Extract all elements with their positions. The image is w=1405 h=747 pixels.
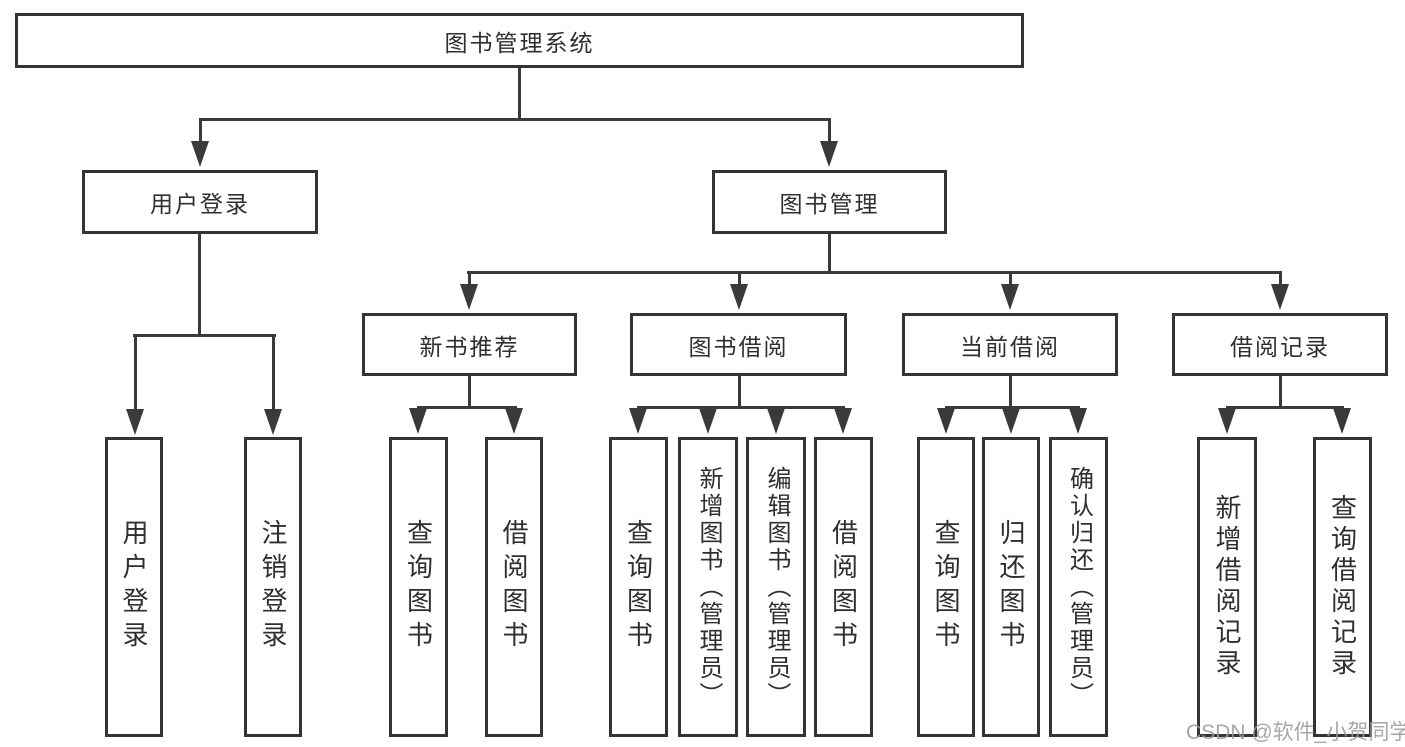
connector-level3-hbar bbox=[467, 271, 1282, 274]
leaf-borrow-books-recommend-label: 借阅图书 bbox=[499, 519, 529, 655]
node-user-login: 用户登录 bbox=[82, 170, 318, 234]
leaf-query-books-current-label: 查询图书 bbox=[931, 519, 961, 655]
node-current-borrow: 当前借阅 bbox=[902, 313, 1118, 376]
arrowhead-leaf-user-login bbox=[126, 409, 144, 435]
arrowhead-book-management bbox=[820, 141, 838, 167]
leaf-borrow-books-recommend: 借阅图书 bbox=[485, 437, 543, 737]
leaf-confirm-return-admin-label: 确认归还（管理员） bbox=[1065, 465, 1093, 709]
arrowhead-current-borrow bbox=[1001, 284, 1019, 310]
node-root: 图书管理系统 bbox=[15, 13, 1024, 68]
arrowhead-confirm-return-admin bbox=[1069, 408, 1087, 434]
arrowhead-query-borrow-record bbox=[1333, 408, 1351, 434]
connector-drop-leaf-logout bbox=[272, 334, 275, 412]
node-book-management: 图书管理 bbox=[712, 170, 947, 234]
node-user-login-label: 用户登录 bbox=[150, 191, 250, 217]
arrowhead-edit-books-admin bbox=[767, 408, 785, 434]
leaf-logout-label: 注销登录 bbox=[258, 519, 288, 655]
arrowhead-add-borrow-record bbox=[1218, 408, 1236, 434]
leaf-return-books-label: 归还图书 bbox=[996, 519, 1026, 655]
connector-book-borrow-hbar bbox=[637, 406, 845, 409]
arrowhead-add-books-admin bbox=[699, 408, 717, 434]
node-root-label: 图书管理系统 bbox=[444, 29, 595, 56]
arrowhead-user-login bbox=[191, 141, 209, 167]
arrowhead-query-books-current bbox=[937, 408, 955, 434]
leaf-query-books-recommend: 查询图书 bbox=[389, 437, 448, 737]
connector-borrow-records-stem bbox=[1279, 375, 1282, 409]
connector-new-book-recommend-stem bbox=[468, 375, 471, 409]
leaf-query-books-borrow-label: 查询图书 bbox=[623, 519, 654, 655]
connector-drop-book-borrow bbox=[738, 271, 741, 288]
connector-drop-book-management bbox=[828, 118, 831, 146]
node-new-book-recommend: 新书推荐 bbox=[362, 313, 577, 376]
connector-current-borrow-hbar bbox=[945, 406, 1080, 409]
connector-root-hbar bbox=[199, 118, 831, 121]
leaf-add-books-admin: 新增图书（管理员） bbox=[678, 437, 738, 737]
arrowhead-book-borrow bbox=[730, 284, 748, 310]
leaf-borrow-books-label: 借阅图书 bbox=[828, 519, 859, 655]
node-book-borrow: 图书借阅 bbox=[630, 313, 847, 376]
connector-root-stem bbox=[518, 68, 521, 121]
node-borrow-records-label: 借阅记录 bbox=[1230, 333, 1330, 360]
arrowhead-return-books bbox=[1002, 408, 1020, 434]
node-new-book-recommend-label: 新书推荐 bbox=[419, 333, 520, 360]
arrowhead-query-books-borrow bbox=[629, 408, 647, 434]
arrowhead-new-book-recommend bbox=[460, 284, 478, 310]
leaf-add-borrow-record-label: 新增借阅记录 bbox=[1212, 494, 1242, 680]
leaf-query-books-current: 查询图书 bbox=[917, 437, 975, 737]
connector-current-borrow-stem bbox=[1009, 375, 1012, 409]
leaf-query-borrow-record: 查询借阅记录 bbox=[1313, 437, 1372, 737]
leaf-add-borrow-record: 新增借阅记录 bbox=[1197, 437, 1257, 737]
leaf-add-books-admin-label: 新增图书（管理员） bbox=[695, 465, 722, 709]
connector-book-management-stem bbox=[828, 234, 831, 274]
csdn-watermark: CSDN @软件_小贺同学 bbox=[1186, 721, 1405, 744]
connector-borrow-records-hbar bbox=[1226, 406, 1344, 409]
leaf-logout: 注销登录 bbox=[244, 437, 302, 737]
node-book-management-label: 图书管理 bbox=[779, 191, 880, 217]
connector-book-borrow-stem bbox=[738, 375, 741, 409]
arrowhead-borrow-books bbox=[834, 408, 852, 434]
connector-drop-leaf-user-login bbox=[134, 334, 137, 412]
arrowhead-leaf-logout bbox=[264, 409, 282, 435]
connector-user-login-hbar bbox=[133, 334, 276, 337]
connector-drop-borrow-records bbox=[1279, 271, 1282, 288]
connector-drop-user-login bbox=[199, 118, 202, 146]
arrowhead-query-books-recommend bbox=[409, 408, 427, 434]
leaf-query-borrow-record-label: 查询借阅记录 bbox=[1327, 494, 1358, 680]
leaf-user-login: 用户登录 bbox=[105, 437, 163, 737]
connector-new-book-recommend-hbar bbox=[417, 406, 517, 409]
connector-user-login-stem bbox=[198, 233, 201, 337]
leaf-return-books: 归还图书 bbox=[982, 437, 1040, 737]
leaf-edit-books-admin: 编辑图书（管理员） bbox=[746, 437, 806, 737]
leaf-edit-books-admin-label: 编辑图书（管理员） bbox=[763, 465, 790, 709]
connector-drop-new-book-recommend bbox=[468, 271, 471, 288]
node-current-borrow-label: 当前借阅 bbox=[960, 333, 1060, 360]
arrowhead-borrow-books-recommend bbox=[505, 408, 523, 434]
node-book-borrow-label: 图书借阅 bbox=[688, 333, 789, 360]
leaf-query-books-recommend-label: 查询图书 bbox=[403, 519, 434, 655]
node-borrow-records: 借阅记录 bbox=[1172, 313, 1388, 376]
leaf-query-books-borrow: 查询图书 bbox=[609, 437, 668, 737]
leaf-confirm-return-admin: 确认归还（管理员） bbox=[1049, 437, 1108, 737]
leaf-user-login-label: 用户登录 bbox=[119, 519, 149, 655]
connector-drop-current-borrow bbox=[1009, 271, 1012, 288]
arrowhead-borrow-records bbox=[1271, 284, 1289, 310]
leaf-borrow-books: 借阅图书 bbox=[814, 437, 873, 737]
